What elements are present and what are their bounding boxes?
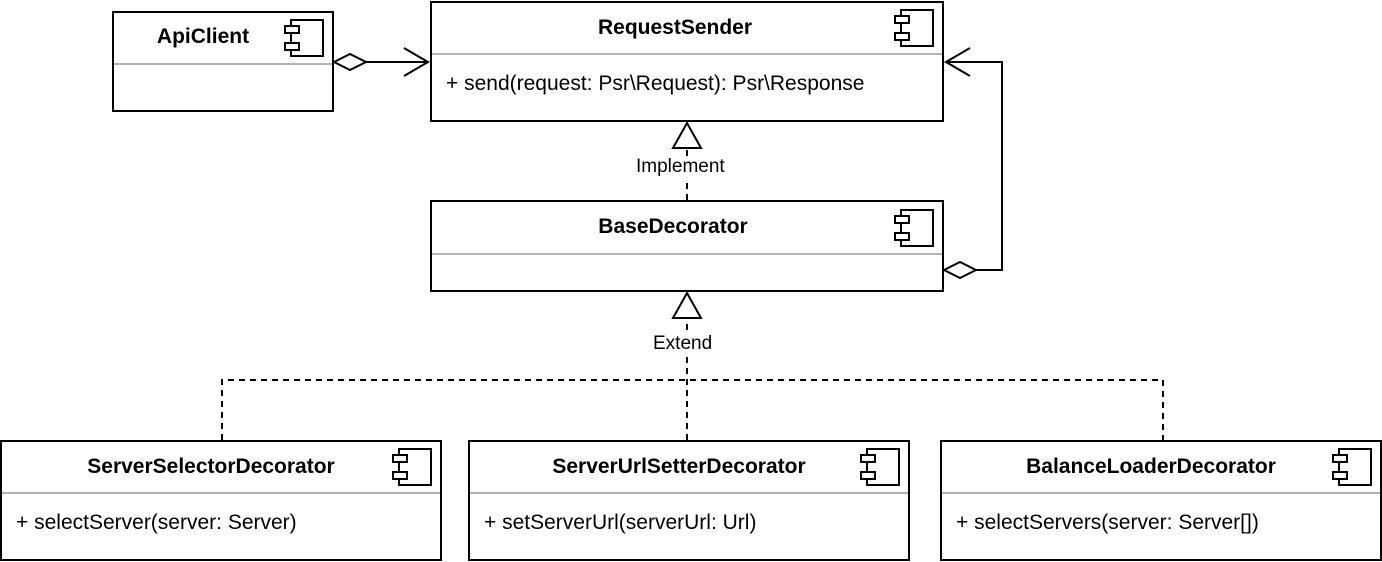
class-basedecorator[interactable]: BaseDecorator bbox=[430, 200, 944, 292]
aggregation-basedecorator-requestsender bbox=[941, 47, 1003, 280]
class-name: ApiClient bbox=[156, 25, 250, 48]
component-icon bbox=[860, 448, 900, 486]
extend-label: Extend bbox=[651, 333, 715, 355]
implement-label: Implement bbox=[634, 156, 727, 178]
separator bbox=[470, 492, 908, 494]
class-name: BalanceLoaderDecorator bbox=[1026, 455, 1276, 478]
class-serverselectordecorator[interactable]: ServerSelectorDecorator + selectServer(s… bbox=[0, 440, 442, 561]
component-icon bbox=[392, 448, 432, 486]
class-serverurlsetterdecorator[interactable]: ServerUrlSetterDecorator + setServerUrl(… bbox=[468, 440, 910, 561]
method-send: + send(request: Psr\Request): Psr\Respon… bbox=[446, 72, 865, 95]
component-icon bbox=[894, 9, 934, 47]
class-balanceloaderdecorator[interactable]: BalanceLoaderDecorator + selectServers(s… bbox=[940, 440, 1382, 561]
method-selectserver: + selectServer(server: Server) bbox=[16, 511, 297, 534]
extension-subclasses-basedecorator bbox=[221, 290, 1164, 440]
class-apiclient[interactable]: ApiClient bbox=[112, 11, 334, 112]
component-icon bbox=[284, 19, 324, 57]
method-setserverurl: + setServerUrl(serverUrl: Url) bbox=[484, 511, 757, 534]
class-name: RequestSender bbox=[597, 16, 753, 39]
component-icon bbox=[1332, 448, 1372, 486]
component-icon bbox=[894, 209, 934, 247]
aggregation-apiclient-requestsender bbox=[331, 47, 430, 77]
separator bbox=[2, 492, 440, 494]
method-selectservers: + selectServers(server: Server[]) bbox=[956, 511, 1259, 534]
class-name: ServerSelectorDecorator bbox=[87, 455, 335, 478]
class-name: ServerUrlSetterDecorator bbox=[552, 455, 806, 478]
separator bbox=[942, 492, 1380, 494]
class-name: BaseDecorator bbox=[598, 215, 748, 238]
separator bbox=[432, 53, 942, 55]
separator bbox=[432, 253, 942, 255]
separator bbox=[114, 63, 332, 65]
class-requestsender[interactable]: RequestSender + send(request: Psr\Reques… bbox=[430, 1, 944, 122]
